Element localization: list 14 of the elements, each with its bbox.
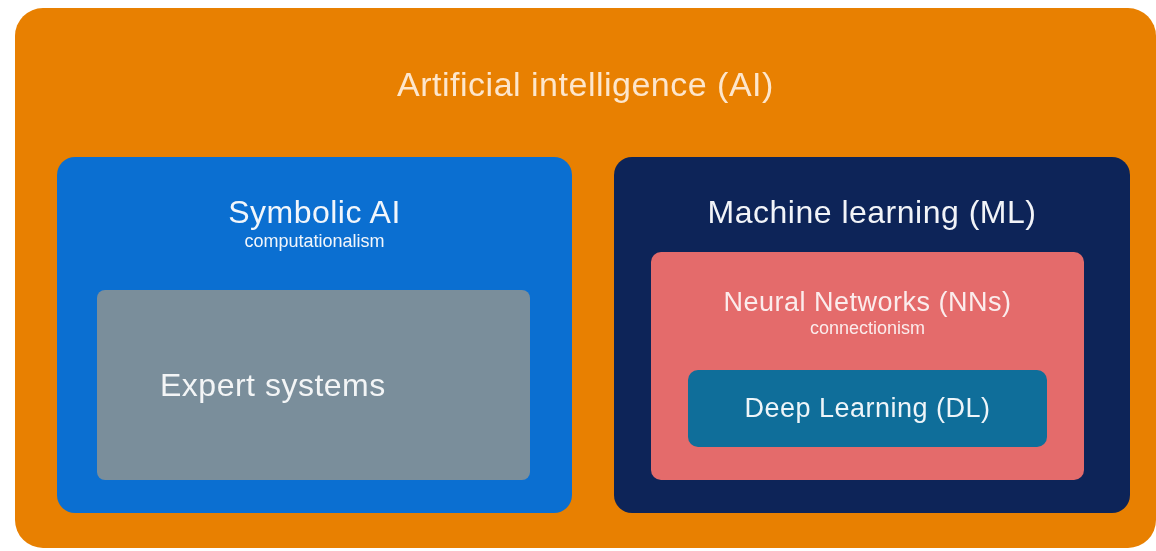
category-box [15, 8, 1156, 548]
box-title: Symbolic AI [228, 193, 401, 232]
box-title: Deep Learning (DL) [744, 392, 991, 425]
category-box [57, 157, 572, 513]
category-box [614, 157, 1130, 513]
category-box [688, 370, 1047, 447]
box-subtitle: computationalism [244, 231, 385, 253]
category-box [651, 252, 1084, 480]
box-title: Expert systems [160, 365, 386, 405]
box-title: Artificial intelligence (AI) [397, 64, 774, 105]
box-title: Neural Networks (NNs) [723, 286, 1012, 319]
category-box [97, 290, 530, 480]
box-subtitle: connectionism [809, 318, 926, 340]
box-title: Machine learning (ML) [707, 193, 1037, 232]
